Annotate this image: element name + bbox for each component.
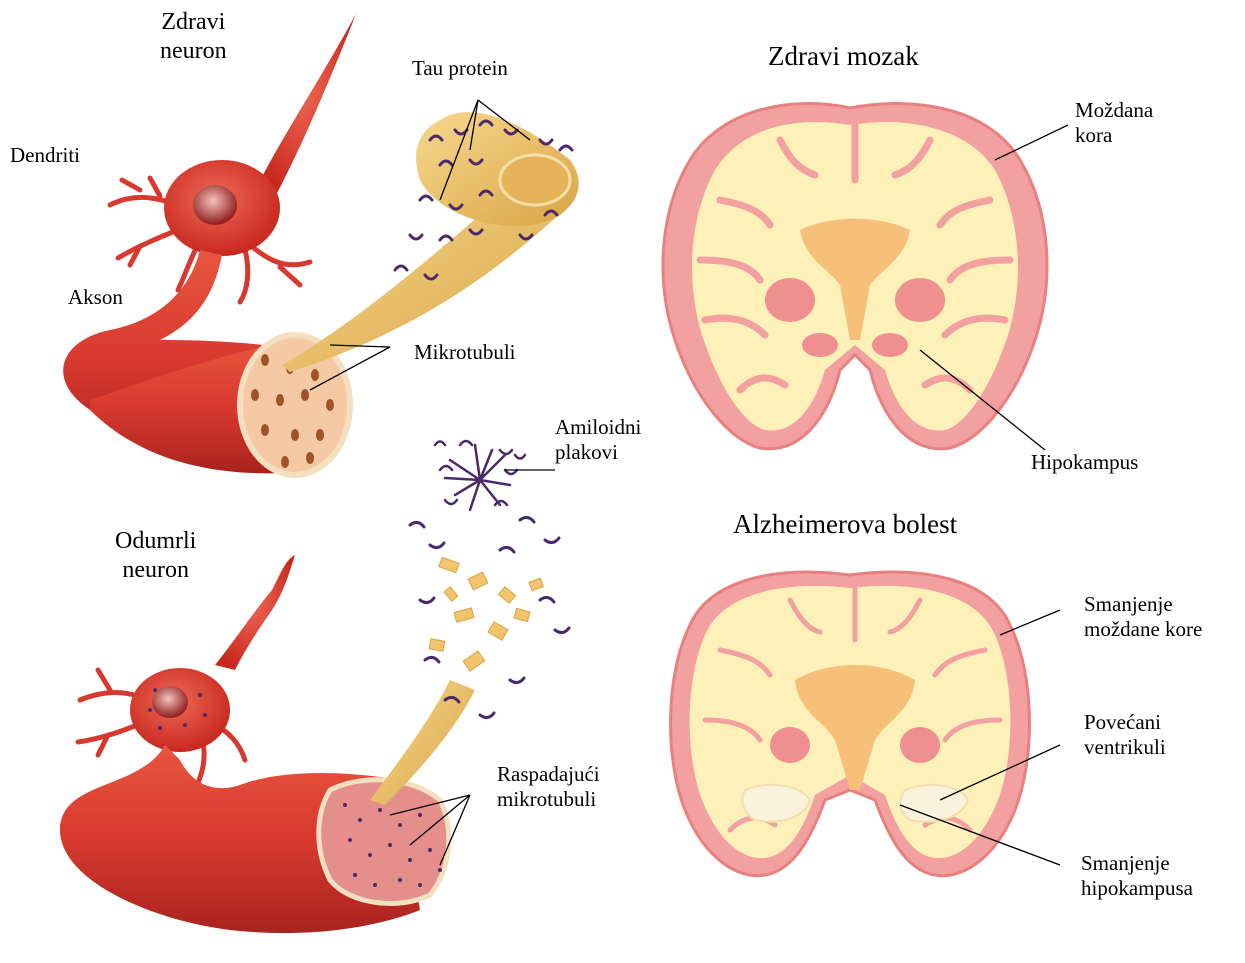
hippocampus-label: Hipokampus [1031,450,1138,475]
disintegrating-line1: Raspadajući [497,762,600,787]
axon-label: Akson [68,285,123,310]
healthy-brain-title: Zdravi mozak [768,40,919,72]
disintegrating-line2: mikrotubuli [497,787,600,812]
hippo-shrink-label: Smanjenje hipokampusa [1081,851,1193,901]
cortex-shrink-line2: moždane kore [1084,617,1202,642]
dendrites-label: Dendriti [10,143,80,168]
amyloid-plaque [435,441,525,510]
tau-protein-label: Tau protein [412,56,508,81]
hippo-shrink-line2: hipokampusa [1081,876,1193,901]
cortex-shrink-label: Smanjenje moždane kore [1084,592,1202,642]
disintegrating-microtubules-label: Raspadajući mikrotubuli [497,762,600,812]
dead-neuron-title-line2: neuron [115,556,196,585]
cortex-label: Moždana kora [1075,98,1153,148]
microtubules-label: Mikrotubuli [414,340,516,365]
hippo-shrink-line1: Smanjenje [1081,851,1193,876]
dead-neuron-title-line1: Odumrli [115,527,196,556]
ventricles-label: Povećani ventrikuli [1084,710,1166,760]
dead-neuron [60,441,569,933]
amyloid-plaques-line1: Amiloidni [555,415,641,440]
cortex-line1: Moždana [1075,98,1153,123]
ventricles-line1: Povećani [1084,710,1166,735]
dead-neuron-title: Odumrli neuron [115,527,196,585]
alzheimer-brain [671,572,1030,876]
healthy-neuron-title-line2: neuron [160,37,227,66]
cortex-line2: kora [1075,123,1153,148]
healthy-neuron-title-line1: Zdravi [160,8,227,37]
healthy-neuron-title: Zdravi neuron [160,8,227,66]
healthy-neuron [63,14,579,475]
cortex-shrink-line1: Smanjenje [1084,592,1202,617]
alzheimer-title: Alzheimerova bolest [733,508,957,540]
ventricles-line2: ventrikuli [1084,735,1166,760]
amyloid-plaques-line2: plakovi [555,440,641,465]
healthy-brain [663,104,1047,449]
amyloid-plaques-label: Amiloidni plakovi [555,415,641,465]
